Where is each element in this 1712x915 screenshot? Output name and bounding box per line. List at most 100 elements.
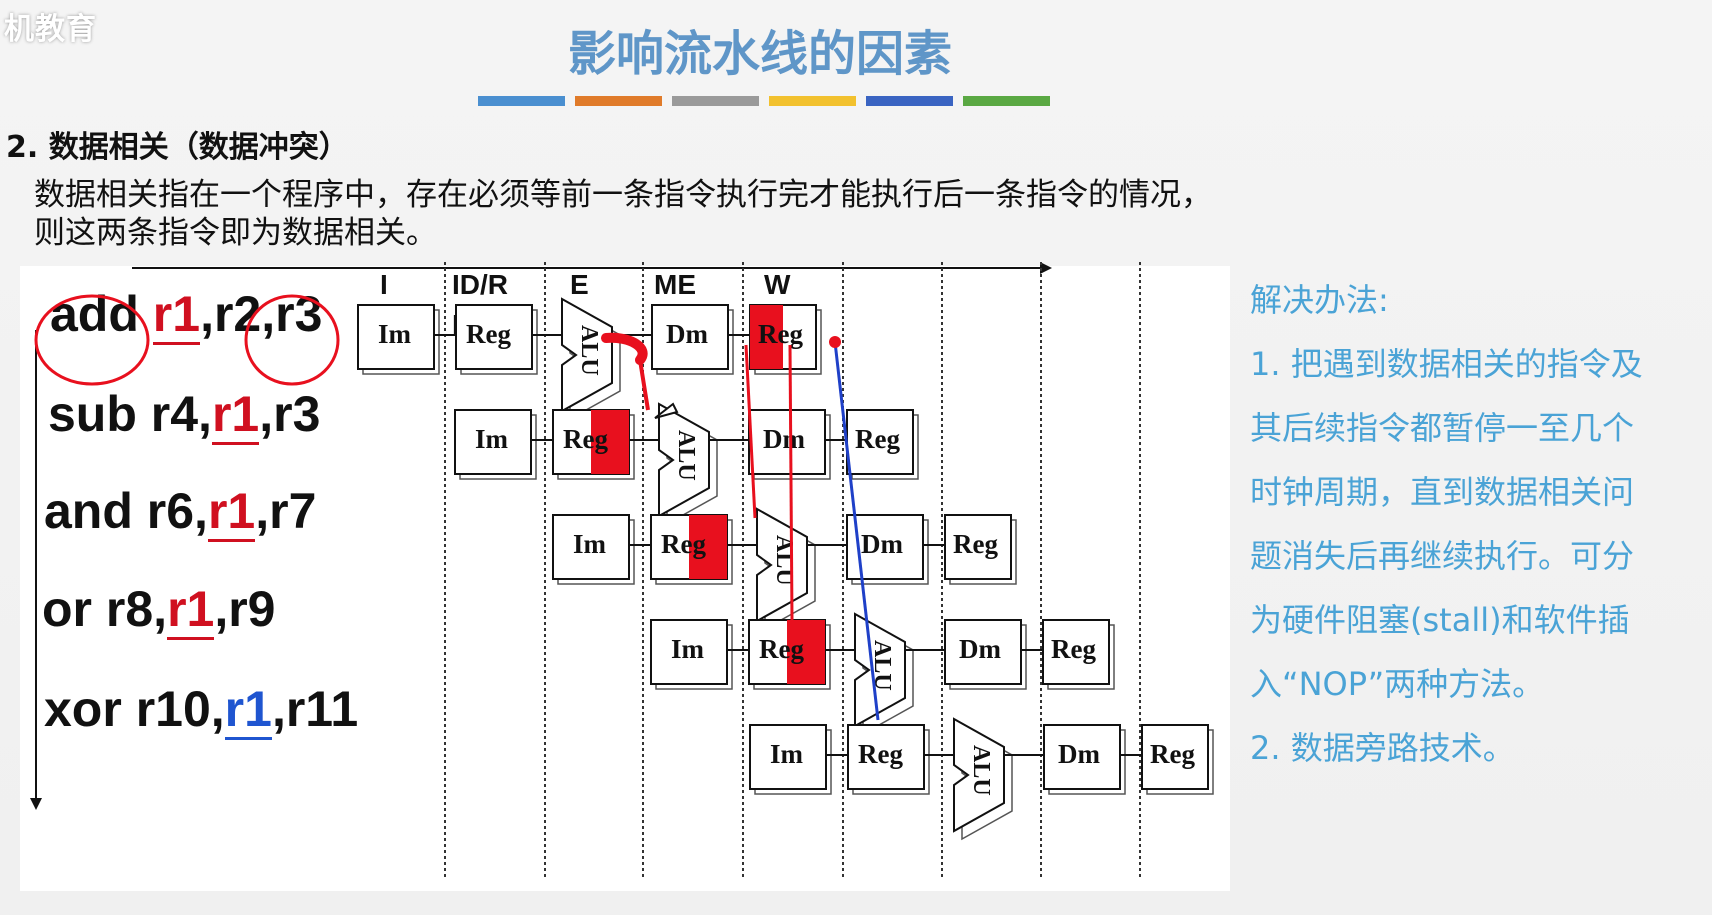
row-5-dm-block	[1043, 724, 1121, 790]
row-4-dm-label: Dm	[959, 634, 1001, 664]
row-3-wb-label: Reg	[953, 529, 998, 559]
instruction-3-part-1: and r6,	[44, 483, 208, 539]
solution-box: 解决办法: 1. 把遇到数据相关的指令及其后续指令都暂停一至几个时钟周期，直到数…	[1250, 268, 1690, 780]
accent-bar-4	[769, 96, 856, 106]
row-2-dm-block	[748, 409, 826, 475]
description-line-1: 数据相关指在一个程序中，存在必须等前一条指令执行完才能执行后一条指令的情况，	[34, 177, 1212, 213]
solution-item-1: 1. 把遇到数据相关的指令及其后续指令都暂停一至几个时钟周期，直到数据相关问题消…	[1250, 332, 1690, 716]
row-5-im-block	[749, 724, 827, 790]
accent-bar-1	[478, 96, 565, 106]
section-heading: 2. 数据相关（数据冲突）	[6, 130, 349, 165]
row-2-im-block	[454, 409, 532, 475]
row-4-wb-label: Reg	[1051, 634, 1096, 664]
row-1-im-label: Im	[378, 319, 412, 349]
row-5-wb-block	[1141, 724, 1209, 790]
solution-title: 解决办法:	[1250, 281, 1389, 319]
solution-item-2: 2. 数据旁路技术。	[1250, 729, 1515, 767]
instruction-4-part-1: or r8,	[42, 581, 168, 637]
row-2-alu-label: ALU	[673, 430, 699, 481]
row-3-dm-label: Dm	[861, 529, 903, 559]
row-4-reg-hazard	[787, 620, 825, 684]
row-2-reg-label: Reg	[563, 424, 608, 454]
time-axis-arrow	[1040, 262, 1052, 274]
description: 数据相关指在一个程序中，存在必须等前一条指令执行完才能执行后一条指令的情况， 则…	[34, 176, 1494, 252]
row-1-alu-label: ALU	[576, 325, 602, 376]
row-2-im-label: Im	[475, 424, 509, 454]
row-5-reg-block	[847, 724, 925, 790]
instruction-1-part-3: ,r2,r3	[200, 286, 323, 342]
row-3-im-block	[552, 514, 630, 580]
row-1-reg-block	[455, 304, 533, 370]
row-1-dm-block	[651, 304, 729, 370]
row-3-wb-block	[944, 514, 1012, 580]
row-3-im-label: Im	[573, 529, 607, 559]
bypass-line	[833, 341, 880, 721]
row-2-wb-label: Reg	[855, 424, 900, 454]
hazard-scribble	[601, 332, 648, 365]
accent-bar-3	[672, 96, 759, 106]
circle-r2-r3	[244, 294, 340, 386]
instruction-2-part-2: r1	[211, 386, 260, 445]
solution-line-6: 入“NOP”两种方法。	[1250, 665, 1545, 703]
solution-line-5: 为硬件阻塞(stall)和软件插	[1250, 601, 1630, 639]
watermark: 机教育	[4, 12, 97, 47]
stage-label-4: ME	[654, 269, 696, 300]
hazard-line-2	[744, 344, 757, 519]
row-4-im-block	[650, 619, 728, 685]
circle-add	[34, 294, 150, 386]
row-4-wb-block	[1042, 619, 1110, 685]
accent-bar-6	[963, 96, 1050, 106]
slide-title: 影响流水线的因素	[567, 26, 952, 82]
instruction-3: and r6,r1,r7	[44, 482, 317, 542]
instruction-4-part-2: r1	[167, 581, 215, 640]
row-3-alu-block	[756, 507, 808, 623]
row-5-im-label: Im	[770, 739, 804, 769]
instruction-5-part-3: ,r11	[271, 681, 359, 737]
row-1-wb-label: Reg	[758, 319, 803, 349]
instruction-1-part-2: r1	[152, 286, 201, 345]
row-5-alu-label: ALU	[968, 745, 994, 796]
row-5-dm-label: Dm	[1058, 739, 1100, 769]
row-2-alu-block	[658, 402, 710, 518]
row-2-dm-label: Dm	[763, 424, 805, 454]
row-2-reg-hazard	[591, 410, 629, 474]
instruction-5: xor r10,r1,r11	[44, 680, 359, 740]
bypass-start-dot	[829, 336, 841, 348]
instruction-5-part-2: r1	[224, 681, 272, 740]
accent-bar-2	[575, 96, 662, 106]
instruction-3-part-3: ,r7	[255, 483, 317, 539]
row-4-alu-block	[854, 612, 906, 728]
row-5-wb-label: Reg	[1150, 739, 1195, 769]
instruction-axis-arrow	[30, 798, 42, 810]
stage-label-5: W	[764, 269, 791, 300]
accent-bar-5	[866, 96, 953, 106]
solution-line-4: 题消失后再继续执行。可分	[1250, 537, 1635, 575]
instruction-2-part-1: sub r4,	[48, 386, 212, 442]
solution-line-1: 1. 把遇到数据相关的指令及	[1250, 345, 1643, 383]
hazard-line-3	[788, 344, 794, 621]
row-1-reg-label: Reg	[466, 319, 511, 349]
instruction-2: sub r4,r1,r3	[48, 385, 320, 445]
row-1-dm-label: Dm	[666, 319, 708, 349]
row-4-reg-label: Reg	[759, 634, 804, 664]
stage-label-2: ID/R	[452, 269, 508, 300]
solution-line-3: 时钟周期，直到数据相关问	[1250, 473, 1635, 511]
instruction-4: or r8,r1,r9	[42, 580, 276, 640]
row-2-wb-block	[846, 409, 914, 475]
row-1-wb-hazard	[750, 305, 783, 369]
instruction-3-part-2: r1	[207, 483, 256, 542]
row-5-reg-label: Reg	[858, 739, 903, 769]
row-3-reg-label: Reg	[661, 529, 706, 559]
row-1-im-block	[357, 304, 435, 370]
row-4-dm-block	[944, 619, 1022, 685]
accent-bars	[478, 96, 1050, 106]
description-line-2: 则这两条指令即为数据相关。	[34, 215, 437, 251]
stage-label-1: I	[380, 269, 388, 300]
row-4-im-label: Im	[671, 634, 705, 664]
instruction-5-part-1: xor r10,	[44, 681, 225, 737]
instruction-4-part-3: ,r9	[214, 581, 276, 637]
hazard-line-1	[638, 359, 650, 411]
stage-label-3: E	[570, 269, 589, 300]
row-3-reg-hazard	[689, 515, 727, 579]
